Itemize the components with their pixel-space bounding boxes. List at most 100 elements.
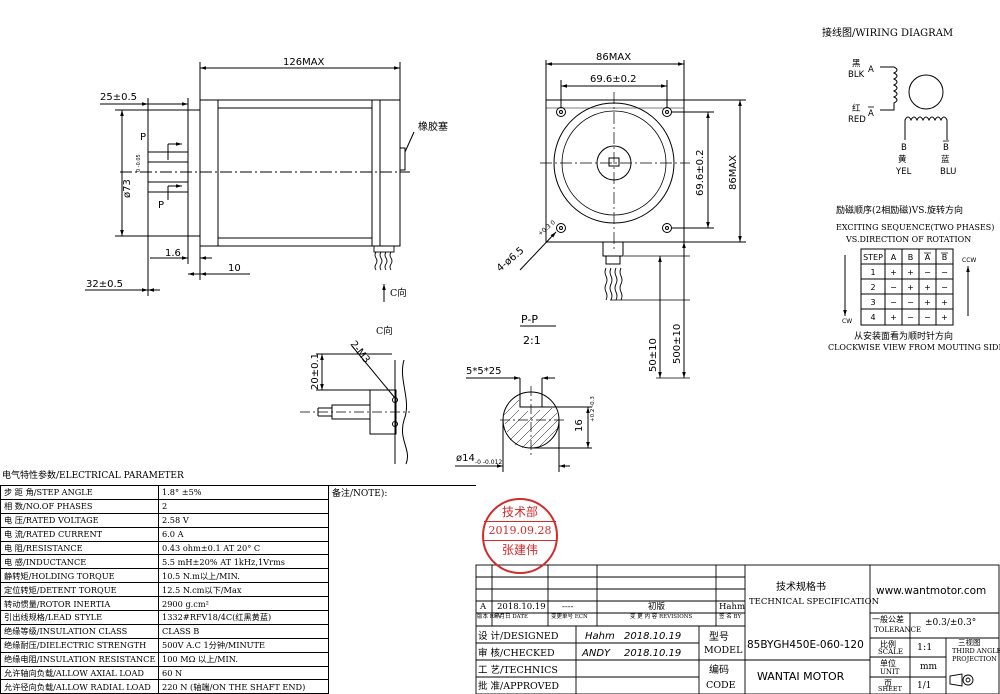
dim-hole: 4-ø6.5 — [495, 245, 527, 274]
param-name: 电 流/RATED CURRENT — [0, 526, 159, 542]
param-name: 电 阻/RESISTANCE — [0, 540, 159, 556]
param-name: 相 数/NO.OF PHASES — [0, 498, 159, 514]
param-name: 允许轴向负载/ALLOW AXIAL LOAD — [0, 665, 159, 681]
param-value: 1332#RFV18/4C(红黑黄蓝) — [158, 610, 329, 625]
pp-title: P-P — [521, 313, 538, 326]
seq-cell: − — [907, 313, 914, 322]
dim-14-tol: -0 -0.012 — [475, 459, 502, 466]
dim-lead-50: 50±10 — [648, 338, 659, 372]
unit-en: UNIT — [880, 668, 900, 676]
param-value: CLASS B — [158, 623, 329, 639]
dim-m3: 2-M3 — [348, 339, 372, 365]
param-name: 绝缘电阻/INSULATION RESISTANCE — [0, 651, 159, 667]
stamp-dept: 技术部 — [501, 505, 538, 519]
spec-cn: 技术规格书 — [776, 582, 826, 593]
param-value: 500V A.C 1分钟/MINUTE — [158, 637, 329, 653]
dim-25: 25±0.5 — [100, 92, 137, 103]
technics-label: 工 艺/TECHNICS — [478, 665, 558, 676]
scale-value: 1:1 — [917, 642, 933, 653]
seq-cell: − — [941, 283, 948, 292]
dim-86-width: 86MAX — [596, 52, 631, 63]
wire-blue: BLU — [940, 167, 956, 177]
model-value: 85BYGH450E-060-120 — [747, 639, 864, 651]
seq-header: B — [908, 253, 914, 262]
ccw-label: CCW — [962, 257, 976, 264]
seq-title-en2: VS.DIRECTION OF ROTATION — [845, 235, 971, 244]
tolerance-en: TOLERANCE — [874, 626, 922, 634]
seq-cell: + — [941, 298, 948, 307]
seq-cell: − — [924, 313, 931, 322]
wiring-title: 接线图/WIRING DIAGRAM — [822, 26, 953, 39]
checked-label: 审 核/CHECKED — [478, 648, 555, 659]
seq-header: A — [891, 253, 897, 262]
param-name: 允许径向负载/ALLOW RADIAL LOAD — [0, 679, 159, 694]
rev-date: 2018.10.19 — [497, 602, 546, 612]
designed-date: 2018.10.19 — [624, 631, 682, 642]
front-view — [519, 60, 746, 379]
note-area — [329, 485, 476, 694]
website: www.wantmotor.com — [876, 585, 987, 597]
dim-key: 5*5*25 — [466, 366, 501, 377]
param-name: 静转矩/HOLDING TORQUE — [0, 568, 159, 584]
param-value: 2 — [158, 498, 329, 514]
sheet-value: 1/1 — [917, 681, 932, 691]
rev-content: 初版 — [648, 602, 666, 612]
checked-by: ANDY — [582, 648, 611, 659]
rev-by: Hahm — [719, 602, 746, 612]
approval-stamp: 技术部 2019.09.28 张建伟 — [482, 498, 558, 574]
sheet-cn: 页 — [884, 679, 892, 688]
seq-header: A — [925, 253, 931, 262]
param-name: 绝缘等级/INSULATION CLASS — [0, 623, 159, 639]
approved-label: 批 准/APPROVED — [478, 681, 560, 692]
revision-header: 签 名 BY — [719, 614, 742, 620]
revision-header: 版本 REV — [477, 614, 502, 620]
projection-en1: THIRD ANGLE — [952, 647, 1000, 655]
designed-label: 设 计/DESIGNED — [478, 631, 559, 642]
model-cn: 型号 — [709, 632, 729, 643]
seq-cell: − — [907, 298, 914, 307]
projection-cn: 三视图 — [958, 638, 981, 647]
wire-blue-cn: 蓝 — [941, 154, 950, 165]
model-en: MODEL — [704, 645, 743, 656]
seq-cell: − — [890, 298, 897, 307]
param-name: 绝缘耐压/DIELECTRIC STRENGTH — [0, 637, 159, 653]
tolerance-cn: 一般公差 — [872, 615, 904, 624]
param-name: 电 感/INDUCTANCE — [0, 554, 159, 570]
wire-red: RED — [848, 115, 866, 125]
seq-cell: + — [907, 283, 914, 292]
section-hatching — [503, 399, 560, 449]
wiring-graphic — [880, 66, 948, 140]
side-view — [85, 62, 415, 302]
dim-69-top: 69.6±0.2 — [590, 74, 637, 85]
seq-cell: 3 — [870, 298, 875, 307]
param-value: 2900 g.cm² — [158, 596, 329, 612]
revision-header: 变 更 内 容 REVISIONS — [630, 614, 693, 620]
seq-cell: − — [890, 283, 897, 292]
projection-en2: PROJECTION — [952, 655, 997, 663]
wire-b: B — [901, 143, 907, 153]
param-value: 60 N — [158, 665, 329, 681]
unit-cn: 单位 — [880, 659, 896, 668]
param-value: 1.8° ±5% — [158, 485, 329, 500]
param-name: 电 压/RATED VOLTAGE — [0, 512, 159, 528]
scale-cn: 比例 — [880, 640, 896, 649]
c-view — [300, 345, 410, 465]
dim-16: 16 — [574, 419, 585, 432]
note-label: 备注/NOTE): — [332, 489, 388, 499]
revision-header: 变更单号 ECN — [551, 614, 588, 620]
rev-letter: A — [480, 602, 487, 612]
cw-label: CW — [842, 318, 852, 325]
unit-value: mm — [920, 662, 938, 672]
pp-section — [455, 325, 592, 472]
designed-by: Hahm — [585, 631, 615, 642]
